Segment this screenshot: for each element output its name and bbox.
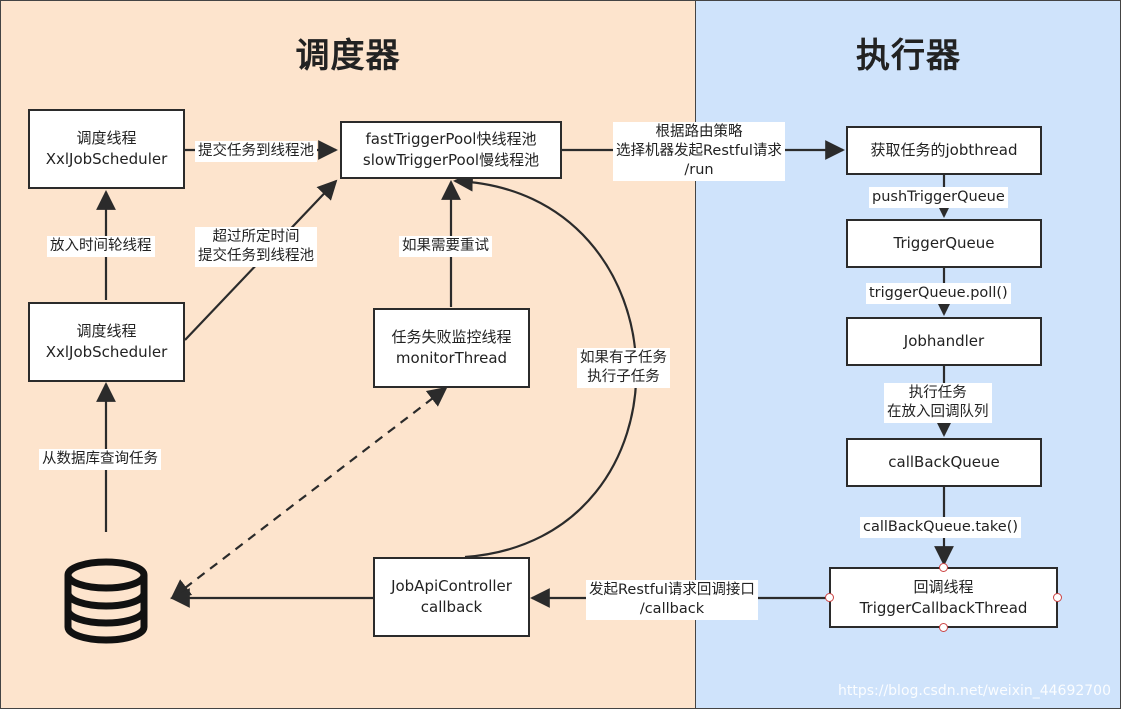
label-line: /run: [684, 162, 714, 178]
label-line: /callback: [639, 601, 705, 617]
scheduler-title: 调度器: [295, 36, 401, 76]
label-line: triggerQueue.poll(): [869, 285, 1008, 301]
label-from-db: 从数据库查询任务: [39, 449, 161, 470]
label-line: 如果有子任务: [580, 350, 667, 366]
label-submit-pool: 提交任务到线程池: [195, 141, 317, 162]
callback-thread-box: 回调线程 TriggerCallbackThread: [829, 567, 1058, 628]
label-line: 放入时间轮线程: [50, 238, 152, 254]
box-line: callBackQueue: [888, 453, 1000, 471]
label-line: callBackQueue.take(): [863, 519, 1019, 535]
selection-handle: [825, 593, 834, 602]
label-line: 超过所定时间: [212, 229, 300, 245]
trigger-pool-box: fastTriggerPool快线程池 slowTriggerPool慢线程池: [340, 121, 562, 179]
trigger-queue-box: TriggerQueue: [846, 219, 1042, 268]
box-line: monitorThread: [395, 349, 508, 367]
box-line: 调度线程: [76, 322, 137, 340]
scheduler-thread-mid-box: 调度线程 XxlJobScheduler: [28, 302, 185, 382]
executor-title: 执行器: [856, 36, 961, 76]
label-line: 选择机器发起Restful请求: [616, 143, 782, 159]
label-line: 提交任务到线程池: [198, 143, 314, 159]
label-line: 根据路由策略: [655, 124, 743, 140]
selection-handle: [939, 563, 948, 572]
box-line: fastTriggerPool快线程池: [365, 130, 537, 148]
label-callback-req: 发起Restful请求回调接口 /callback: [586, 580, 758, 620]
label-take: callBackQueue.take(): [860, 517, 1022, 538]
box-line: callback: [420, 598, 483, 616]
label-child-task: 如果有子任务 执行子任务: [577, 348, 670, 388]
label-retry: 如果需要重试: [399, 236, 492, 257]
box-line: TriggerQueue: [893, 234, 995, 252]
box-line: 获取任务的jobthread: [870, 141, 1018, 159]
selection-handle: [939, 623, 948, 632]
api-controller-box: JobApiController callback: [373, 557, 530, 637]
label-line: 提交任务到线程池: [198, 248, 314, 264]
database-icon: [64, 558, 148, 644]
label-line: 如果需要重试: [402, 238, 489, 254]
box-line: 回调线程: [913, 577, 974, 596]
label-timewheel: 放入时间轮线程: [47, 236, 155, 257]
box-line: Jobhandler: [903, 332, 985, 350]
label-line: pushTriggerQueue: [872, 189, 1005, 205]
box-line: 任务失败监控线程: [391, 328, 512, 346]
monitor-thread-box: 任务失败监控线程 monitorThread: [373, 308, 530, 388]
selection-handle: [1053, 593, 1062, 602]
callback-queue-box: callBackQueue: [846, 438, 1042, 487]
label-execute: 执行任务 在放入回调队列: [884, 383, 992, 423]
label-line: 执行子任务: [587, 369, 660, 385]
label-poll: triggerQueue.poll(): [866, 283, 1011, 304]
label-line: 执行任务: [908, 385, 967, 401]
label-push-trigger: pushTriggerQueue: [869, 187, 1008, 208]
label-line: 在放入回调队列: [887, 404, 989, 420]
get-jobthread-box: 获取任务的jobthread: [846, 126, 1042, 175]
label-route: 根据路由策略 选择机器发起Restful请求 /run: [613, 122, 785, 181]
jobhandler-box: Jobhandler: [846, 317, 1042, 366]
box-line: JobApiController: [391, 577, 512, 595]
label-line: 发起Restful请求回调接口: [589, 582, 755, 598]
box-line: slowTriggerPool慢线程池: [362, 151, 540, 169]
box-line: XxlJobScheduler: [45, 150, 168, 168]
label-line: 从数据库查询任务: [42, 451, 158, 467]
watermark: https://blog.csdn.net/weixin_44692700: [837, 683, 1111, 699]
box-line: XxlJobScheduler: [45, 343, 168, 361]
box-line: 调度线程: [76, 129, 137, 147]
label-timeout-submit: 超过所定时间 提交任务到线程池: [195, 227, 317, 267]
box-line: TriggerCallbackThread: [859, 598, 1028, 617]
scheduler-thread-top-box: 调度线程 XxlJobScheduler: [28, 109, 185, 189]
